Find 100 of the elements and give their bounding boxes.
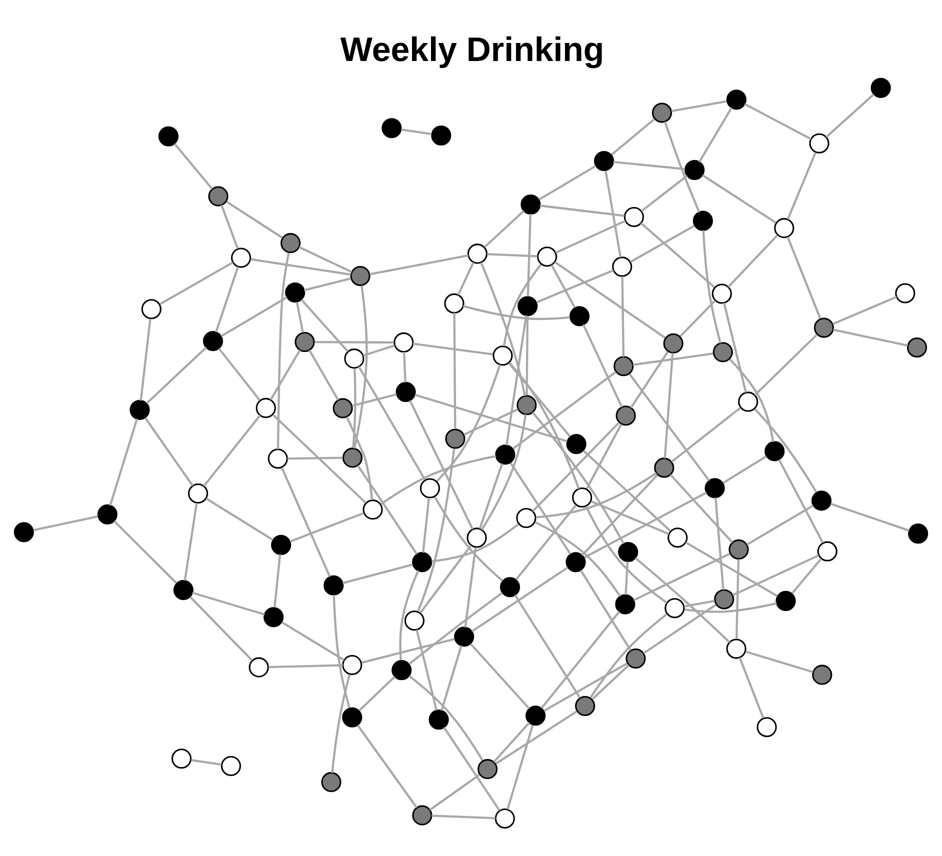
node-circle bbox=[809, 132, 830, 153]
connector bbox=[308, 349, 340, 400]
node-circle bbox=[612, 256, 632, 276]
node-circle bbox=[572, 486, 592, 508]
connector bbox=[728, 234, 778, 288]
connector bbox=[174, 142, 213, 190]
node-circle bbox=[518, 296, 538, 316]
node-circle bbox=[342, 706, 362, 727]
connector bbox=[534, 520, 622, 596]
connector bbox=[480, 262, 526, 396]
connector bbox=[630, 224, 695, 262]
node-circle bbox=[492, 345, 513, 366]
connector bbox=[202, 414, 261, 486]
connector bbox=[331, 674, 351, 772]
node-circle bbox=[454, 626, 474, 646]
node-circle bbox=[569, 306, 590, 326]
connector bbox=[250, 258, 352, 276]
connector bbox=[630, 350, 669, 408]
node-circle bbox=[428, 709, 449, 730]
connector bbox=[464, 408, 518, 436]
node-circle bbox=[668, 527, 688, 548]
node-circle bbox=[537, 246, 558, 266]
connector bbox=[457, 261, 474, 295]
node-circle bbox=[526, 705, 546, 726]
connector bbox=[276, 252, 290, 449]
node-circle bbox=[396, 381, 416, 402]
connector bbox=[352, 368, 356, 448]
connector bbox=[590, 612, 668, 698]
connector bbox=[109, 418, 138, 506]
connector bbox=[429, 773, 480, 810]
connector bbox=[735, 558, 740, 638]
connector bbox=[532, 421, 620, 512]
connector bbox=[664, 120, 700, 212]
diagram-title: Weekly Drinking bbox=[340, 30, 604, 69]
connector bbox=[532, 411, 625, 544]
connector bbox=[554, 260, 666, 338]
connector bbox=[544, 662, 628, 712]
node-circle bbox=[500, 576, 520, 597]
connector bbox=[723, 302, 747, 392]
connector bbox=[287, 456, 343, 460]
connector bbox=[506, 314, 528, 445]
connector bbox=[540, 204, 625, 216]
connector bbox=[778, 458, 824, 543]
connector bbox=[685, 541, 778, 596]
connector bbox=[786, 236, 822, 318]
node-circle bbox=[324, 574, 344, 595]
node-circle bbox=[812, 664, 832, 684]
connector bbox=[346, 416, 374, 500]
connector bbox=[280, 466, 331, 577]
connector bbox=[582, 449, 672, 532]
connector bbox=[140, 318, 152, 400]
node-circle bbox=[264, 606, 284, 627]
node-circle bbox=[520, 194, 541, 214]
connector bbox=[495, 710, 578, 764]
connector bbox=[480, 414, 527, 530]
connector bbox=[408, 674, 484, 760]
connector bbox=[738, 656, 764, 718]
connector bbox=[412, 342, 493, 355]
node-circle bbox=[692, 210, 713, 230]
connector bbox=[304, 276, 352, 291]
connector bbox=[215, 266, 240, 332]
connector bbox=[362, 344, 395, 356]
connector bbox=[422, 497, 430, 552]
connector bbox=[453, 312, 456, 429]
connector bbox=[290, 512, 364, 542]
node-circle bbox=[756, 716, 777, 737]
connector bbox=[440, 644, 462, 710]
node-circle bbox=[704, 478, 725, 498]
connector bbox=[555, 219, 626, 254]
node-circle bbox=[616, 405, 636, 426]
node-circle bbox=[280, 232, 301, 253]
node-circle bbox=[342, 447, 363, 468]
node-circle bbox=[141, 298, 162, 319]
connector bbox=[502, 263, 542, 346]
connector bbox=[358, 675, 396, 711]
node-circle bbox=[615, 594, 636, 614]
node-circle bbox=[516, 507, 536, 528]
node-circle bbox=[342, 654, 362, 675]
connector bbox=[399, 570, 420, 660]
connector bbox=[698, 106, 733, 162]
connector bbox=[515, 504, 577, 580]
connector bbox=[402, 351, 406, 382]
connector bbox=[370, 254, 468, 275]
connector bbox=[670, 406, 742, 462]
connector bbox=[536, 268, 614, 303]
connector bbox=[744, 102, 812, 140]
node-circle bbox=[202, 330, 224, 351]
node-circle bbox=[220, 755, 242, 776]
connector bbox=[633, 552, 730, 601]
node-circle bbox=[575, 695, 596, 716]
connector bbox=[621, 276, 625, 356]
connector bbox=[416, 629, 438, 710]
node-circle bbox=[654, 457, 674, 478]
connector bbox=[113, 520, 178, 584]
connector bbox=[680, 299, 716, 337]
connector bbox=[206, 497, 274, 540]
connector bbox=[432, 522, 520, 562]
connector bbox=[732, 554, 820, 596]
connector bbox=[624, 561, 629, 594]
connector bbox=[585, 505, 668, 604]
